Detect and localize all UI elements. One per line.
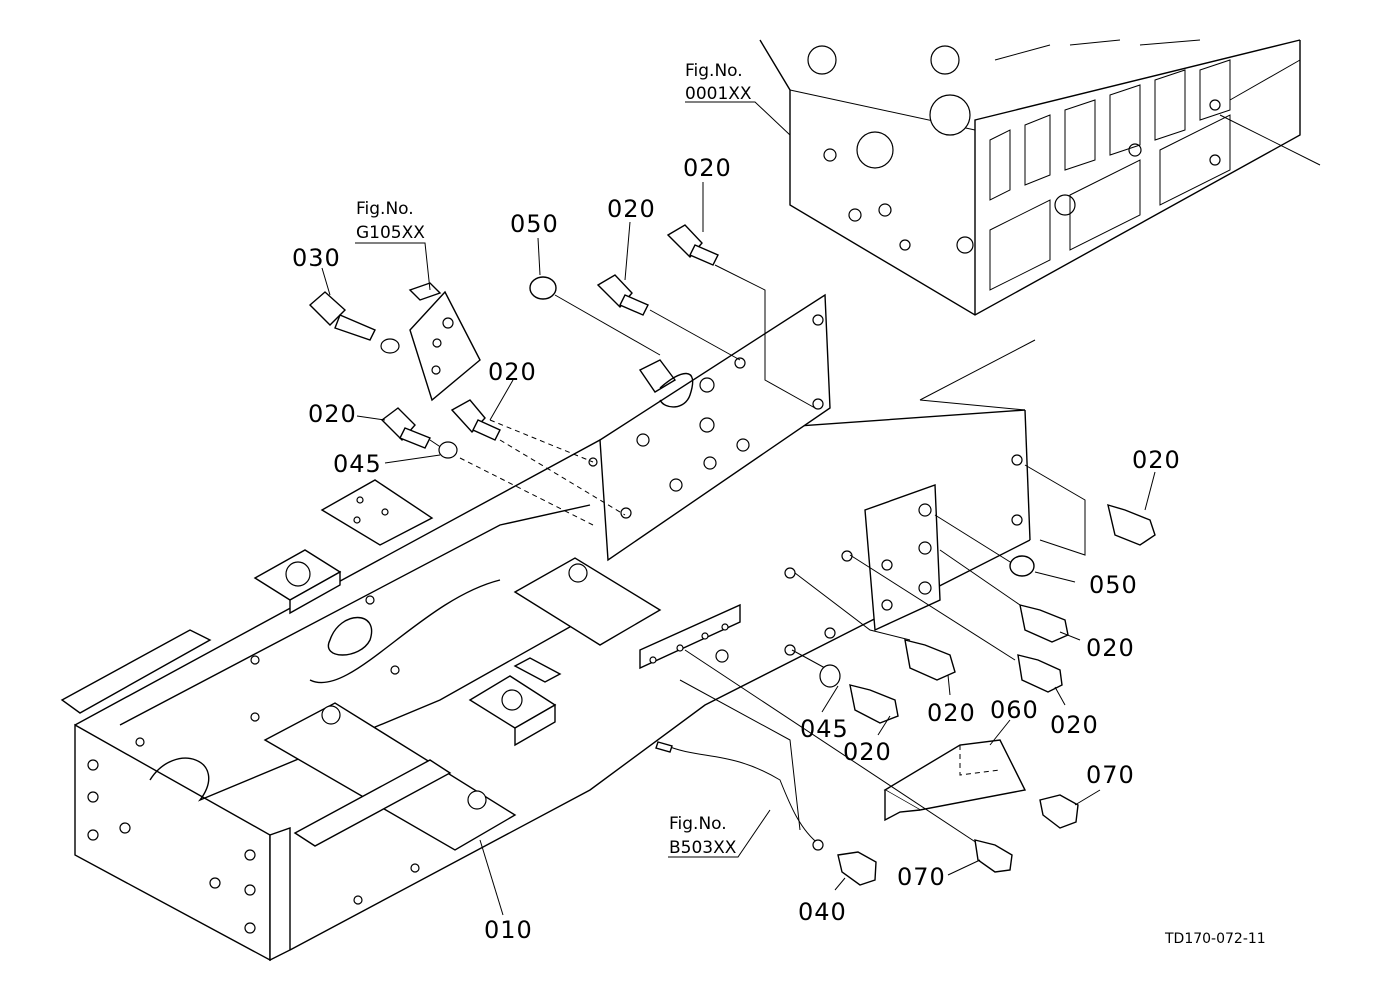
callout-060: 060	[990, 696, 1039, 724]
bolt-020-top-2	[596, 274, 649, 316]
callout-020: 020	[1132, 446, 1181, 474]
callout-050: 050	[510, 210, 559, 238]
bolt-070-1	[1039, 794, 1079, 829]
fig-ref-label: Fig.No.	[685, 61, 743, 81]
washer-045-right	[819, 664, 841, 688]
bolt-020-top-1	[666, 224, 719, 266]
bracket-060	[883, 739, 1027, 822]
bolt-020-right-3	[1017, 654, 1063, 693]
callouts: 010 020 020 020 020 020 020 020 020 020 …	[292, 154, 1181, 944]
upper-plate	[588, 293, 831, 562]
assembly-lines	[429, 264, 1086, 846]
fig-ref-code: G105XX	[356, 223, 425, 243]
callout-020: 020	[927, 699, 976, 727]
engine-block-drawing	[759, 39, 1321, 316]
callout-020: 020	[488, 358, 537, 386]
side-block	[864, 484, 941, 632]
bolt-020-low-1	[904, 639, 956, 681]
callout-030: 030	[292, 244, 341, 272]
callout-020: 020	[1050, 711, 1099, 739]
fig-ref-code: 0001XX	[685, 84, 752, 104]
bolt-070-2	[974, 839, 1013, 873]
wire-harness	[655, 741, 824, 851]
callout-020: 020	[843, 738, 892, 766]
callout-070: 070	[897, 863, 946, 891]
washer-050-top	[529, 276, 557, 300]
callout-045: 045	[800, 715, 849, 743]
fig-ref-wiring: Fig.No. B503XX	[669, 814, 737, 858]
bolt-020-right-2	[1019, 604, 1069, 643]
washer-045-left	[438, 441, 458, 459]
fig-ref-label: Fig.No.	[356, 199, 414, 219]
fig-ref-code: B503XX	[669, 838, 737, 858]
callout-070: 070	[1086, 761, 1135, 789]
bolt-020-mid-2	[450, 399, 501, 441]
callout-045: 045	[333, 450, 382, 478]
callout-050: 050	[1089, 571, 1138, 599]
bolt-030	[308, 291, 400, 354]
washer-050-right	[1009, 555, 1035, 577]
bracket-g105xx	[408, 282, 481, 402]
bolt-020-right-1	[1107, 503, 1156, 546]
bolt-040	[837, 851, 877, 886]
drawing-code: TD170-072-11	[1164, 931, 1266, 947]
bolt-020-mid-1	[380, 407, 431, 449]
callout-020: 020	[1086, 634, 1135, 662]
main-frame-010	[60, 409, 1031, 962]
callout-040: 040	[798, 898, 847, 926]
fig-ref-label: Fig.No.	[669, 814, 727, 834]
fig-ref-engine: Fig.No. 0001XX	[685, 61, 752, 104]
callout-020: 020	[308, 400, 357, 428]
callout-010: 010	[484, 916, 533, 944]
leader-lines	[321, 101, 1156, 916]
fig-ref-bracket: Fig.No. G105XX	[356, 199, 425, 243]
callout-020: 020	[683, 154, 732, 182]
callout-020: 020	[607, 195, 656, 223]
bolt-020-low-2	[849, 684, 899, 724]
